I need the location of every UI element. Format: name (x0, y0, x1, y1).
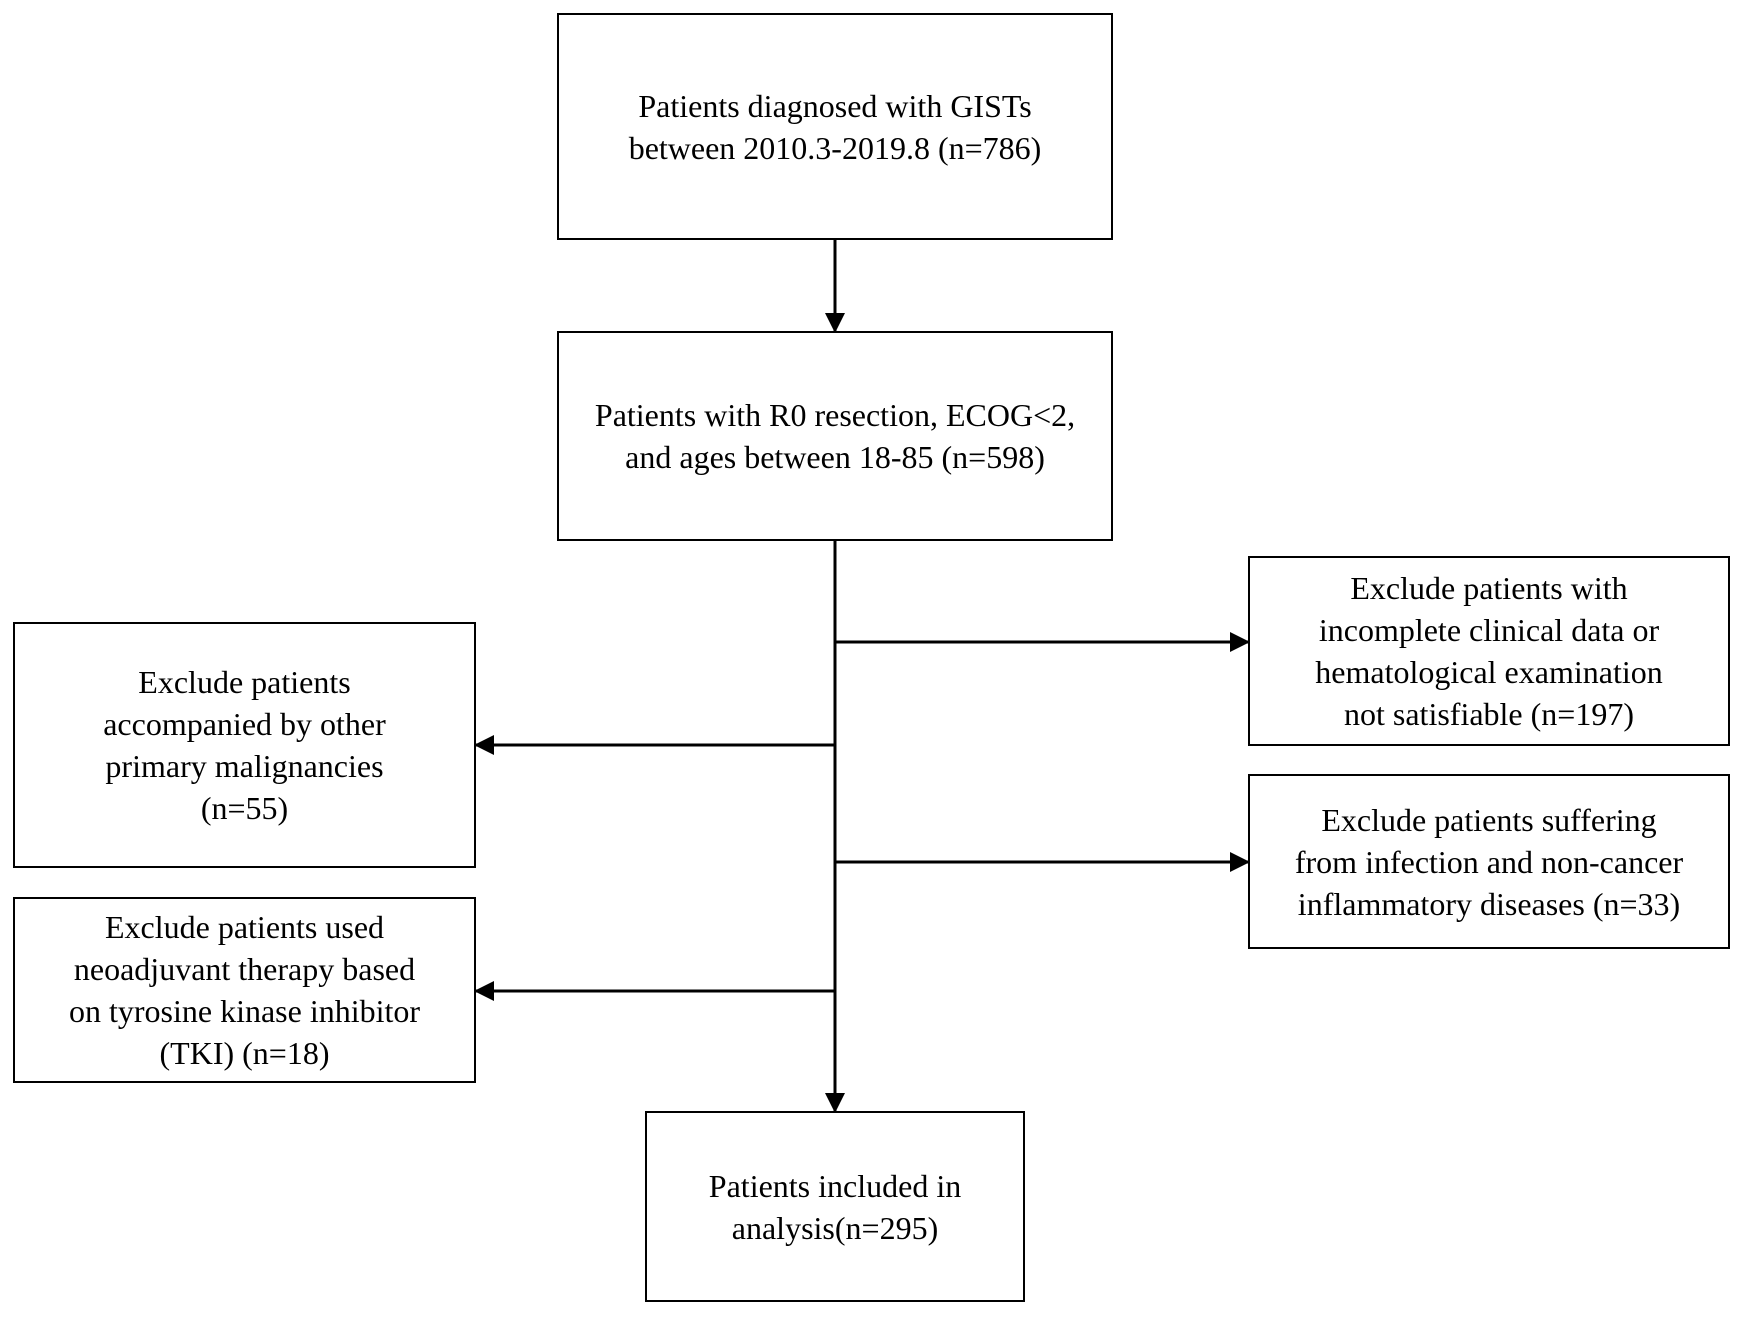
diagnosed-patients-box: Patients diagnosed with GISTs between 20… (557, 13, 1113, 240)
box-text-line: not satisfiable (n=197) (1344, 696, 1634, 732)
box-text-line: Patients with R0 resection, ECOG<2, (594, 397, 1076, 433)
included-patients-box: Patients included in analysis(n=295) (645, 1111, 1025, 1302)
diagnosed-patients-text: Patients diagnosed with GISTs between 20… (629, 85, 1042, 169)
r0-resection-box: Patients with R0 resection, ECOG<2, and … (557, 331, 1113, 541)
box-text-line: Patients diagnosed with GISTs (638, 87, 1032, 124)
exclude-incomplete-data-text: Exclude patients with incomplete clinica… (1315, 567, 1662, 735)
box-text-line: (n=55) (200, 790, 289, 826)
box-text-line: (TKI) (n=18) (159, 1035, 330, 1071)
box-text-line: Exclude patients with (1350, 570, 1628, 606)
box-text-line: Exclude patients (138, 664, 351, 700)
box-text-line: analysis(n=295) (731, 1209, 939, 1246)
box-text-line: Patients included in (708, 1167, 962, 1204)
exclude-neoadjuvant-text: Exclude patients used neoadjuvant therap… (69, 906, 420, 1074)
box-text-line: from infection and non-cancer (1294, 843, 1684, 880)
box-text-line: and ages between 18-85 (n=598) (625, 439, 1045, 475)
box-text-line: primary malignancies (105, 748, 384, 784)
exclude-neoadjuvant-box: Exclude patients used neoadjuvant therap… (13, 897, 476, 1083)
r0-resection-text: Patients with R0 resection, ECOG<2, and … (595, 394, 1075, 478)
box-text-line: Exclude patients used (104, 909, 385, 945)
box-text-line: hematological examination (1315, 654, 1663, 690)
box-text-line: neoadjuvant therapy based (73, 951, 416, 987)
exclude-malignancies-text: Exclude patients accompanied by other pr… (103, 661, 386, 829)
exclude-infection-box: Exclude patients suffering from infectio… (1248, 774, 1730, 949)
box-text-line: incomplete clinical data or (1318, 612, 1660, 648)
box-text-line: Exclude patients suffering (1321, 801, 1657, 838)
box-text-line: inflammatory diseases (n=33) (1297, 885, 1681, 922)
exclude-infection-text: Exclude patients suffering from infectio… (1295, 799, 1683, 925)
box-text-line: on tyrosine kinase inhibitor (68, 993, 421, 1029)
included-patients-text: Patients included in analysis(n=295) (709, 1165, 961, 1249)
exclude-malignancies-box: Exclude patients accompanied by other pr… (13, 622, 476, 868)
box-text-line: between 2010.3-2019.8 (n=786) (628, 129, 1042, 166)
box-text-line: accompanied by other (103, 706, 386, 742)
exclude-incomplete-data-box: Exclude patients with incomplete clinica… (1248, 556, 1730, 746)
